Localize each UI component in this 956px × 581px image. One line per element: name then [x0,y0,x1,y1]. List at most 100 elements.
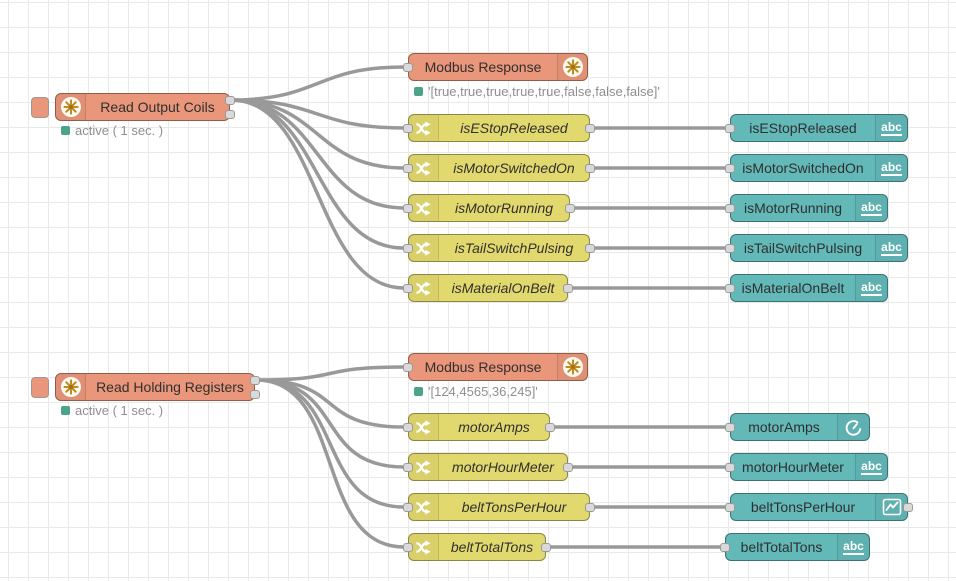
node-label: Read Output Coils [100,99,215,115]
output-port-2[interactable] [225,110,235,119]
node-modbus-response-coils[interactable]: Modbus Response [403,53,588,81]
chart-icon [875,494,907,520]
node-label: isTailSwitchPulsing [454,240,574,256]
node-label: motorHourMeter [742,459,844,475]
node-label: isMotorRunning [743,200,843,216]
status-dot-icon [414,387,423,396]
output-port-1[interactable] [225,96,235,105]
status-dot-icon [414,87,423,96]
output-port[interactable] [585,124,595,133]
node-ui-gauge-motorAmps[interactable]: motorAmps [725,413,870,441]
node-change-motorAmps[interactable]: motorAmps [403,413,555,441]
node-modbus-response-registers[interactable]: Modbus Response [403,353,588,381]
node-button[interactable] [31,377,49,398]
node-change-isMaterialOnBelt[interactable]: isMaterialOnBelt [403,274,573,302]
input-port[interactable] [725,164,735,173]
wire[interactable] [254,378,406,549]
node-change-isEStopReleased[interactable]: isEStopReleased [403,114,595,142]
input-port[interactable] [403,124,413,133]
node-change-isMotorSwitchedOn[interactable]: isMotorSwitchedOn [403,154,595,182]
node-label: Modbus Response [424,359,542,375]
input-port[interactable] [725,503,735,512]
node-change-isTailSwitchPulsing[interactable]: isTailSwitchPulsing [403,234,595,262]
node-label: Modbus Response [424,59,542,75]
node-label: isEStopReleased [749,120,857,136]
input-port[interactable] [403,503,413,512]
node-ui-text-isMaterialOnBelt[interactable]: isMaterialOnBelt abc [725,274,888,302]
node-ui-chart-beltTonsPerHour[interactable]: beltTonsPerHour [725,493,913,521]
node-ui-text-isMotorRunning[interactable]: isMotorRunning abc [725,194,888,222]
input-port[interactable] [403,543,413,552]
node-label: isEStopReleased [460,120,568,136]
wire[interactable] [254,378,406,469]
output-port[interactable] [565,204,575,213]
wire[interactable] [254,378,406,429]
wire[interactable] [229,98,406,170]
node-button[interactable] [31,97,49,118]
wire[interactable] [254,378,406,509]
node-status: '[124,4565,36,245]' [414,384,538,399]
node-ui-text-beltTotalTons[interactable]: beltTotalTons abc [720,533,870,561]
input-port[interactable] [725,423,735,432]
output-port[interactable] [545,423,555,432]
node-change-beltTonsPerHour[interactable]: beltTonsPerHour [403,493,595,521]
node-label: isMaterialOnBelt [451,280,555,296]
node-read-output-coils[interactable]: Read Output Coils [31,93,235,121]
output-port[interactable] [585,244,595,253]
node-change-isMotorRunning[interactable]: isMotorRunning [403,194,575,222]
node-label: beltTonsPerHour [461,499,567,515]
input-port[interactable] [725,244,735,253]
output-port-1[interactable] [250,376,260,385]
output-port[interactable] [585,164,595,173]
abc-icon: abc [855,195,887,221]
node-label: motorHourMeter [452,459,554,475]
input-port[interactable] [403,244,413,253]
node-read-holding-registers[interactable]: Read Holding Registers [31,373,260,401]
input-port[interactable] [403,63,413,72]
output-port-2[interactable] [250,390,260,399]
input-port[interactable] [725,284,735,293]
gauge-icon [837,414,869,440]
wire[interactable] [254,365,406,382]
node-ui-text-isEStopReleased[interactable]: isEStopReleased abc [725,114,908,142]
status-text: '[124,4565,36,245]' [428,384,538,399]
node-status: active ( 1 sec. ) [61,123,163,138]
modbus-icon [56,374,86,400]
node-label: isMaterialOnBelt [741,280,845,296]
node-label: beltTotalTons [740,539,823,555]
shuffle-icon [409,534,439,560]
wire[interactable] [229,65,406,102]
status-dot-icon [61,406,70,415]
status-text: active ( 1 sec. ) [75,403,164,418]
node-change-motorHourMeter[interactable]: motorHourMeter [403,453,573,481]
input-port[interactable] [720,543,730,552]
output-port[interactable] [903,503,913,512]
input-port[interactable] [403,423,413,432]
input-port[interactable] [403,363,413,372]
shuffle-icon [409,275,439,301]
status-text: '[true,true,true,true,true,false,false,f… [428,84,660,99]
input-port[interactable] [403,463,413,472]
node-ui-text-isTailSwitchPulsing[interactable]: isTailSwitchPulsing abc [725,234,908,262]
output-port[interactable] [585,503,595,512]
shuffle-icon [409,414,439,440]
input-port[interactable] [403,204,413,213]
node-label: beltTotalTons [450,539,534,555]
output-port[interactable] [563,463,573,472]
input-port[interactable] [725,124,735,133]
wire[interactable] [229,98,406,250]
input-port[interactable] [403,284,413,293]
shuffle-icon [409,454,439,480]
node-ui-text-isMotorSwitchedOn[interactable]: isMotorSwitchedOn abc [725,154,908,182]
input-port[interactable] [725,204,735,213]
output-port[interactable] [541,543,551,552]
abc-icon: abc [855,275,887,301]
input-port[interactable] [725,463,735,472]
node-change-beltTotalTons[interactable]: beltTotalTons [403,533,551,561]
wire[interactable] [229,98,406,290]
node-label: beltTonsPerHour [750,499,856,515]
modbus-icon [557,354,587,380]
input-port[interactable] [403,164,413,173]
output-port[interactable] [563,284,573,293]
node-ui-text-motorHourMeter[interactable]: motorHourMeter abc [725,453,888,481]
